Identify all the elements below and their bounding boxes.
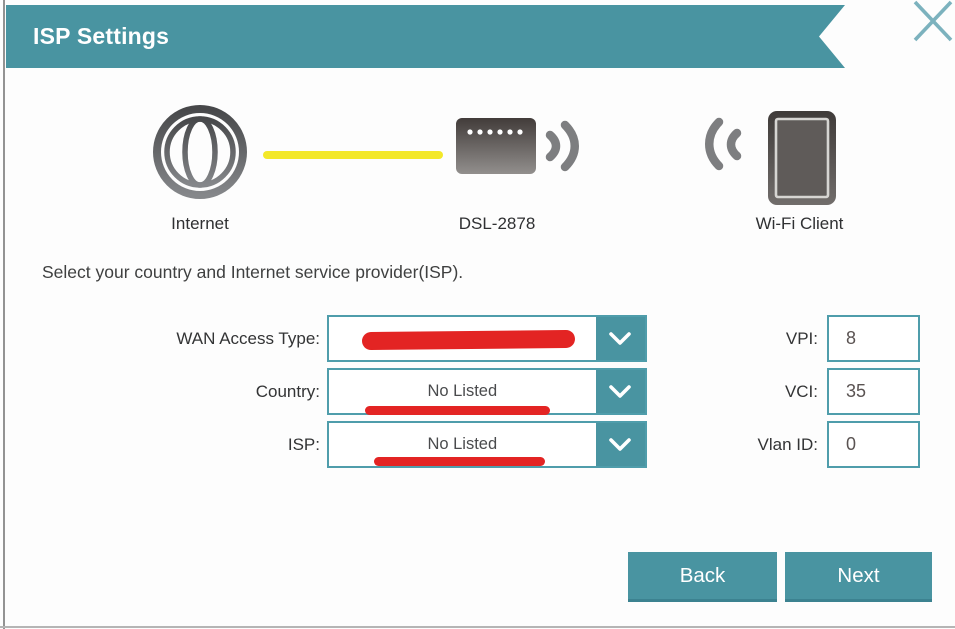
next-button[interactable]: Next xyxy=(785,552,932,602)
vpi-input[interactable] xyxy=(827,315,920,362)
vlan-id-input[interactable] xyxy=(827,421,920,468)
window-left-border xyxy=(3,0,5,629)
tablet-icon xyxy=(705,111,836,205)
network-diagram: Internet DSL-2878 Wi-Fi Client xyxy=(0,96,955,246)
globe-icon xyxy=(153,105,247,199)
isp-value: No Listed xyxy=(427,435,498,453)
vpi-label: VPI: xyxy=(785,329,818,348)
redaction-marker xyxy=(374,457,545,466)
chevron-down-icon xyxy=(609,332,632,345)
router-model-label: DSL-2878 xyxy=(458,214,536,233)
vlan-id-label: Vlan ID: xyxy=(757,435,818,454)
wan-access-type-label: WAN Access Type: xyxy=(176,329,320,348)
close-icon[interactable] xyxy=(908,0,955,46)
internet-label: Internet xyxy=(171,214,229,233)
wifi-waves-right-icon xyxy=(545,120,579,172)
country-value: No Listed xyxy=(427,382,498,400)
wan-access-type-dropdown-button[interactable] xyxy=(595,317,645,360)
isp-select[interactable]: No Listed xyxy=(327,421,647,468)
page-title: ISP Settings xyxy=(33,23,170,49)
window-bottom-border xyxy=(0,626,955,628)
chevron-down-icon xyxy=(609,385,632,398)
country-dropdown-button[interactable] xyxy=(595,370,645,413)
country-label: Country: xyxy=(255,382,320,401)
wifi-client-label: Wi-Fi Client xyxy=(755,214,844,233)
chevron-down-icon xyxy=(609,438,632,451)
country-select[interactable]: No Listed xyxy=(327,368,647,415)
router-icon xyxy=(456,118,579,174)
redaction-marker xyxy=(365,406,550,415)
wan-access-type-select[interactable] xyxy=(327,315,647,362)
back-button[interactable]: Back xyxy=(628,552,777,602)
instruction-text: Select your country and Internet service… xyxy=(42,262,464,282)
wifi-waves-left-icon xyxy=(705,117,742,171)
router-led-dots xyxy=(467,129,523,135)
connection-cable xyxy=(263,151,443,159)
vci-input[interactable] xyxy=(827,368,920,415)
isp-label: ISP: xyxy=(287,435,320,454)
vci-label: VCI: xyxy=(784,382,818,401)
redaction-marker xyxy=(361,329,576,351)
header-ribbon: ISP Settings xyxy=(6,5,845,68)
isp-dropdown-button[interactable] xyxy=(595,423,645,466)
